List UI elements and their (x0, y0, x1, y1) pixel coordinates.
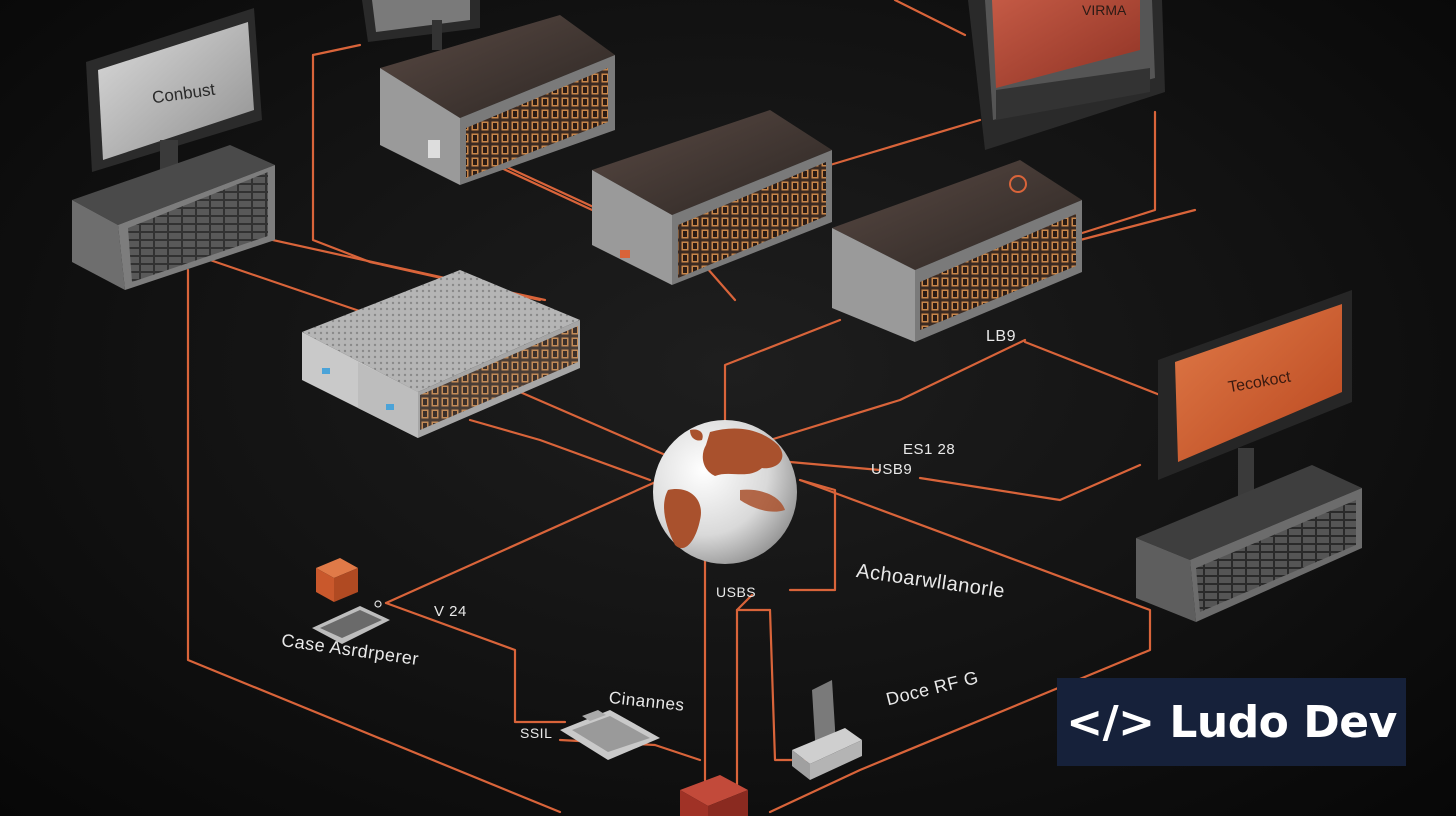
device-case (312, 558, 390, 644)
wire (723, 318, 842, 432)
label-lb9: LB9 (986, 328, 1016, 345)
watermark-badge: </> Ludo Dev (1057, 678, 1406, 766)
wire (893, 0, 967, 37)
wire (828, 118, 982, 167)
wire (918, 463, 1142, 502)
monitor-top-partial (362, 0, 480, 50)
monitor-top-right (968, 0, 1165, 150)
wire (384, 601, 567, 724)
wire (788, 478, 837, 592)
wire (1058, 110, 1157, 242)
device-red-box (680, 775, 748, 816)
switch-2 (592, 110, 832, 285)
globe (653, 420, 797, 564)
device-router (792, 680, 862, 780)
label-ssil: SSIL (520, 725, 553, 741)
label-usbs: USBS (716, 584, 757, 600)
server-silver (302, 270, 580, 438)
wire (768, 478, 1152, 814)
switch-3 (832, 160, 1082, 342)
label-es28: ES1 28 (903, 441, 956, 458)
monitor-top-left (72, 8, 275, 290)
device-keyboard (560, 710, 660, 760)
wire (208, 258, 382, 320)
wire (186, 268, 562, 814)
monitor-top-right-screen-text: VIRMA (1082, 2, 1127, 18)
wire (788, 460, 882, 472)
wire (768, 608, 812, 762)
label-usb9: USB9 (871, 461, 913, 478)
wire (384, 478, 662, 605)
label-v24: V 24 (434, 603, 467, 620)
wire (1078, 208, 1197, 242)
watermark-text: </> Ludo Dev (1066, 696, 1397, 748)
wire (311, 43, 362, 57)
wire (1023, 340, 1162, 397)
wire (468, 418, 652, 482)
monitor-right (1136, 290, 1362, 622)
wire (768, 338, 1027, 442)
switch-1 (380, 15, 615, 185)
wire (735, 593, 772, 612)
